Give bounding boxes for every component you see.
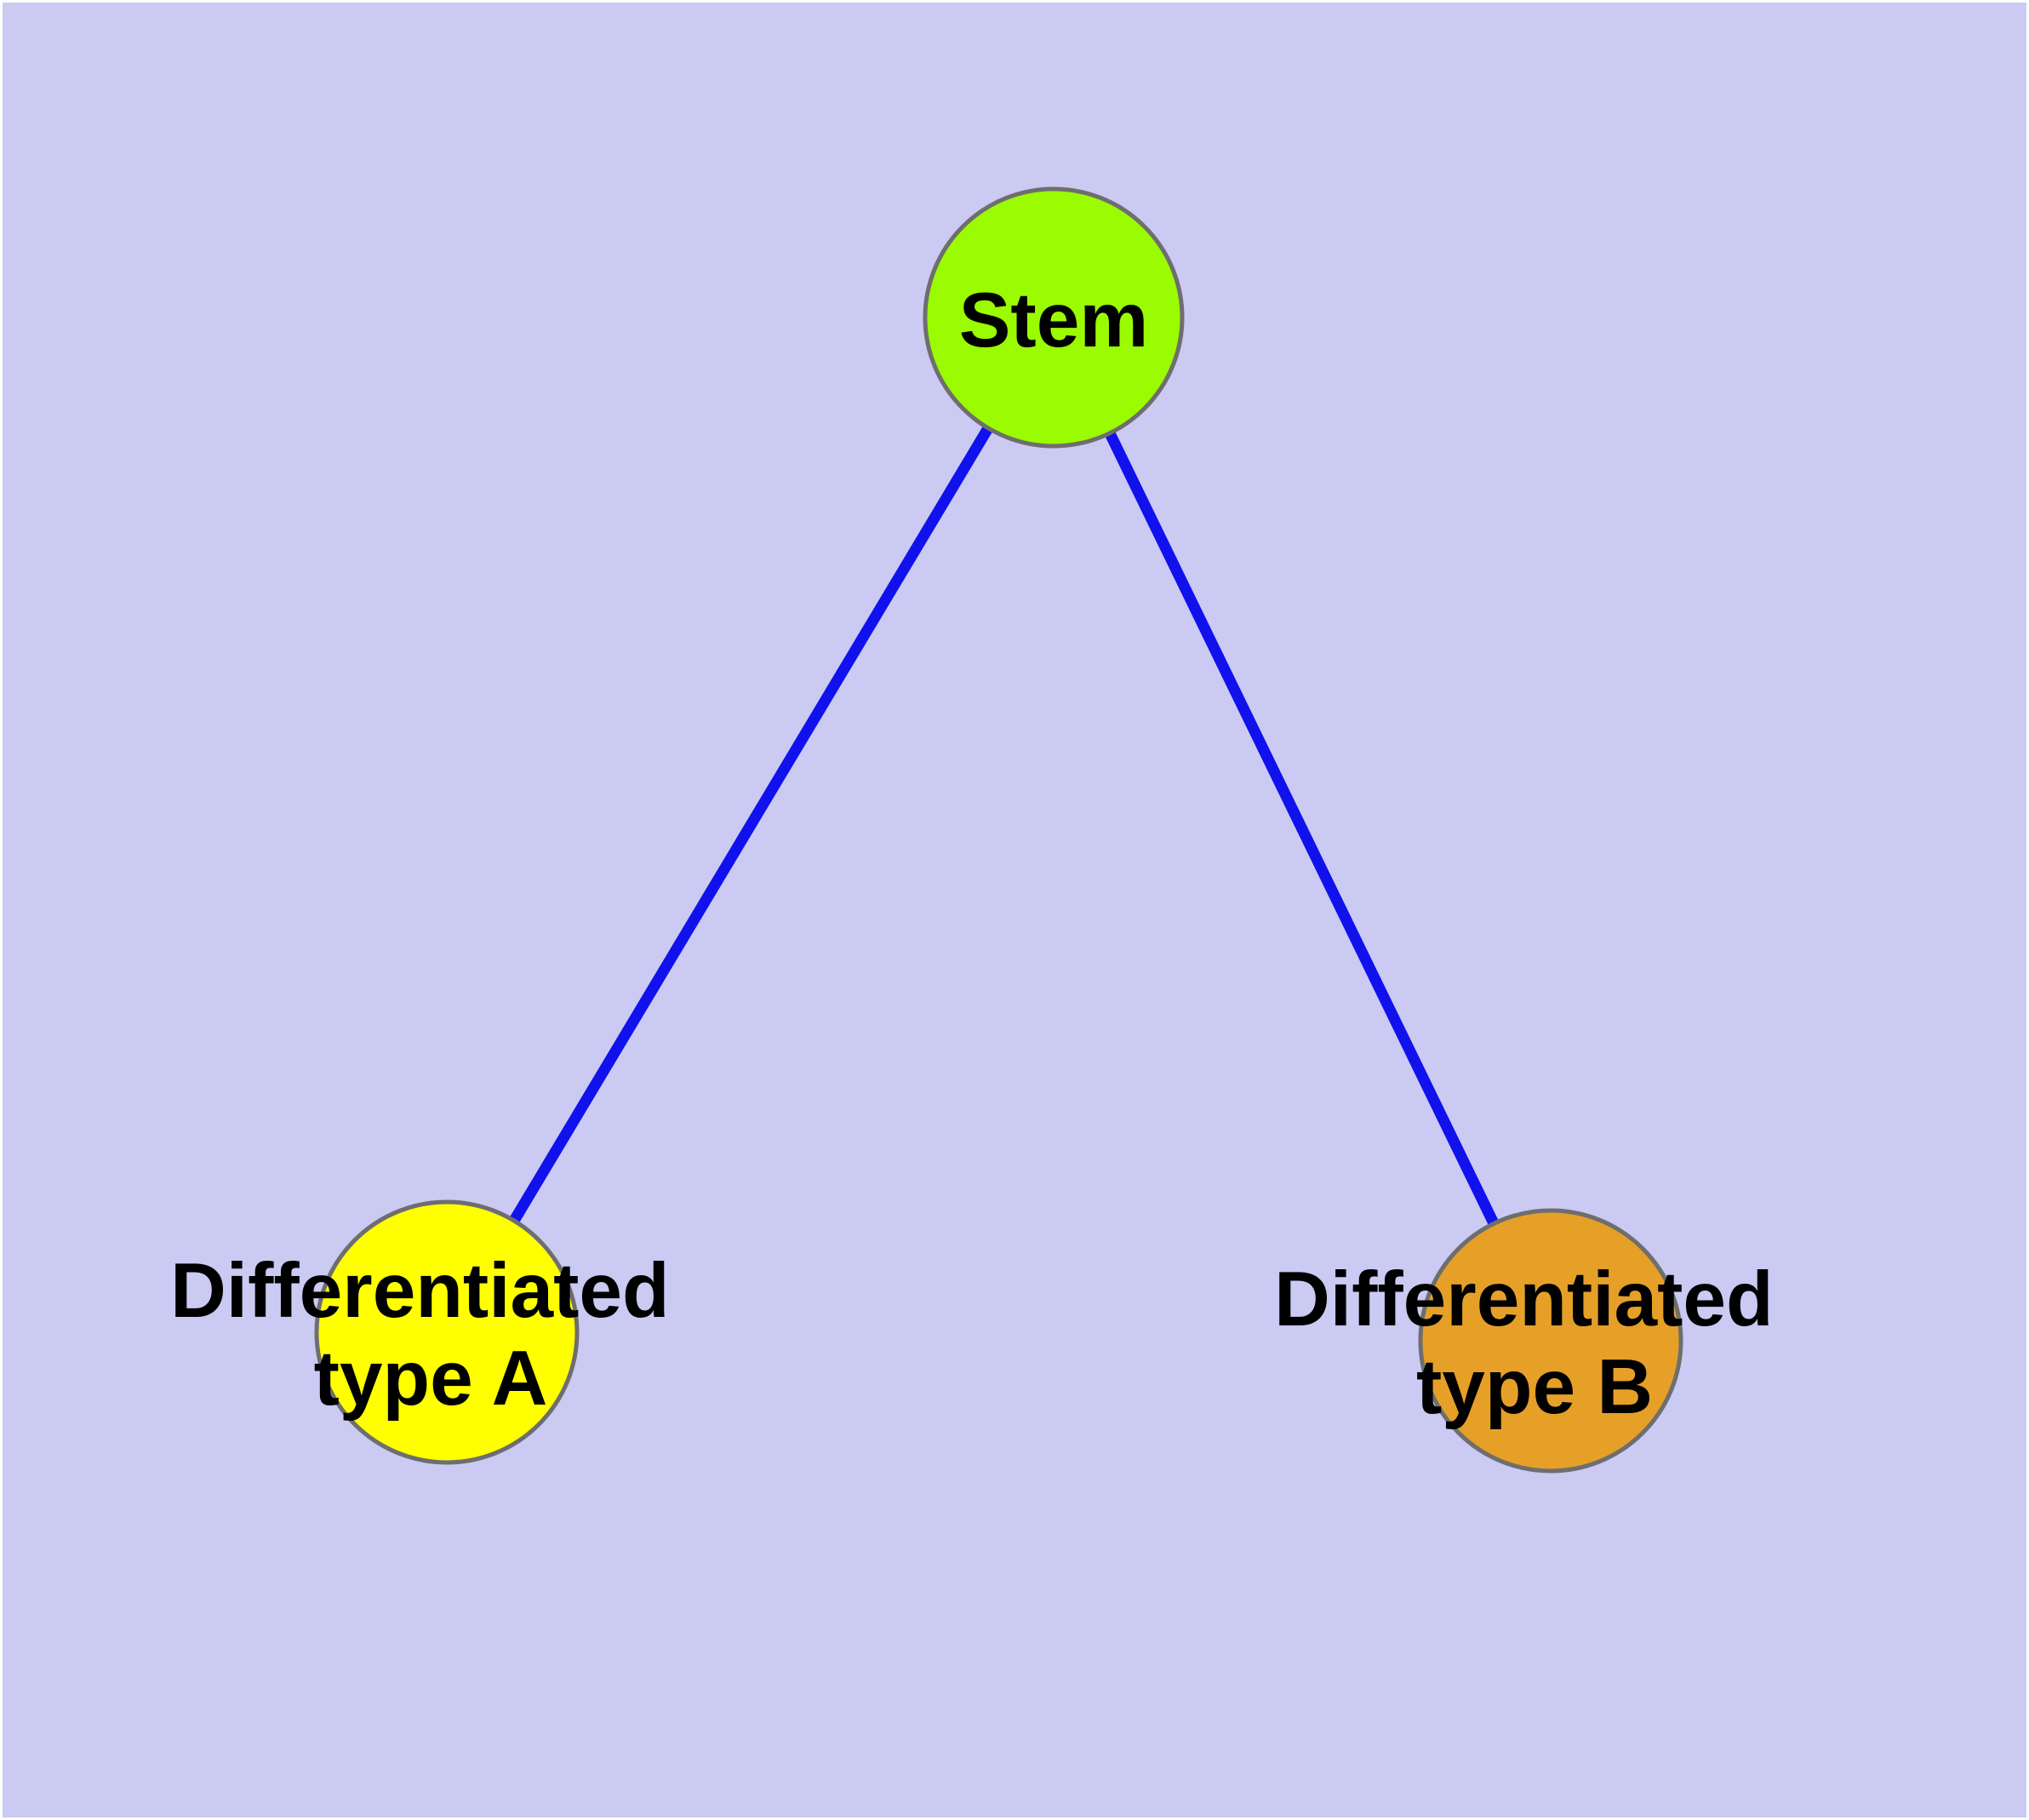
node-type-a-label: Differentiated type A <box>170 1248 691 1422</box>
node-type-b-label-line-1: Differentiated <box>1274 1256 1774 1342</box>
node-type-a-label-line-1: Differentiated <box>170 1248 670 1334</box>
node-differentiated-type-a <box>314 1199 580 1465</box>
node-stem-label: Stem <box>959 278 1149 363</box>
node-stem <box>923 186 1185 449</box>
node-type-b-label: Differentiated type B <box>1274 1256 1795 1430</box>
node-type-b-label-line-2: type B <box>1416 1344 1653 1430</box>
node-differentiated-type-b <box>1418 1208 1683 1474</box>
edge-stem-to-type-b <box>1105 431 1499 1226</box>
node-type-a-label-line-2: type A <box>314 1336 548 1422</box>
edge-stem-to-type-a <box>509 425 993 1224</box>
